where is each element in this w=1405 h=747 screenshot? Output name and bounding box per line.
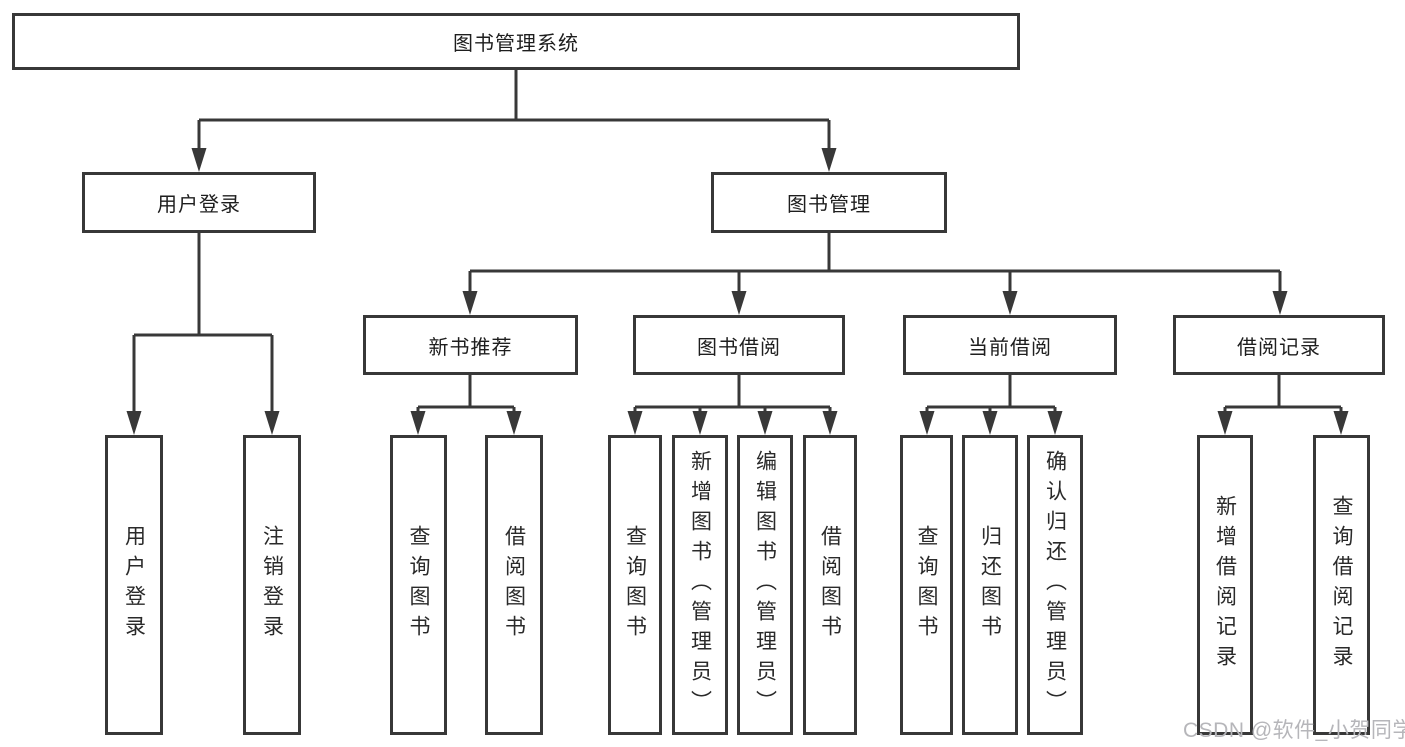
node-new-book-recommend-label: 新书推荐 xyxy=(428,336,513,359)
leaf-query-borrow-record: 查询借阅记录 xyxy=(1313,435,1370,735)
leaf-query-books-borrow: 查询图书 xyxy=(608,435,662,735)
leaf-borrow-books: 借阅图书 xyxy=(803,435,857,735)
leaf-logout: 注销登录 xyxy=(243,435,301,735)
connector-borrow-record-to-leaves xyxy=(1217,375,1349,435)
node-book-borrow-label: 图书借阅 xyxy=(697,336,781,359)
leaf-query-books-recommend: 查询图书 xyxy=(390,435,447,735)
connector-book-mgmt-to-sections xyxy=(462,233,1288,315)
node-book-borrow: 图书借阅 xyxy=(633,315,845,375)
node-book-management: 图书管理 xyxy=(711,172,947,233)
node-book-management-label: 图书管理 xyxy=(787,194,871,216)
leaf-edit-books-admin: 编辑图书（管理员） xyxy=(737,435,793,735)
leaf-user-login: 用户登录 xyxy=(105,435,163,735)
node-borrow-records-label: 借阅记录 xyxy=(1237,336,1321,359)
node-root: 图书管理系统 xyxy=(12,13,1020,70)
node-root-label: 图书管理系统 xyxy=(453,33,579,55)
connector-user-login-to-leaves xyxy=(126,233,280,435)
leaf-confirm-return-admin: 确认归还（管理员） xyxy=(1027,435,1083,735)
connector-current-borrow-to-leaves xyxy=(919,375,1063,435)
csdn-watermark: CSDN @软件_小贺同学 xyxy=(1183,719,1405,742)
node-borrow-records: 借阅记录 xyxy=(1173,315,1385,375)
connector-root-to-level2 xyxy=(191,70,837,172)
node-user-login-label: 用户登录 xyxy=(157,194,241,216)
leaf-add-books-admin: 新增图书（管理员） xyxy=(672,435,728,735)
leaf-return-books: 归还图书 xyxy=(962,435,1018,735)
node-user-login: 用户登录 xyxy=(82,172,316,233)
leaf-add-borrow-record: 新增借阅记录 xyxy=(1197,435,1253,735)
connector-book-borrow-to-leaves xyxy=(627,375,838,435)
connector-new-book-to-leaves xyxy=(410,375,522,435)
node-current-borrow: 当前借阅 xyxy=(903,315,1117,375)
leaf-borrow-books-recommend: 借阅图书 xyxy=(485,435,543,735)
node-current-borrow-label: 当前借阅 xyxy=(968,336,1052,359)
node-new-book-recommend: 新书推荐 xyxy=(363,315,578,375)
leaf-query-books-current: 查询图书 xyxy=(900,435,953,735)
